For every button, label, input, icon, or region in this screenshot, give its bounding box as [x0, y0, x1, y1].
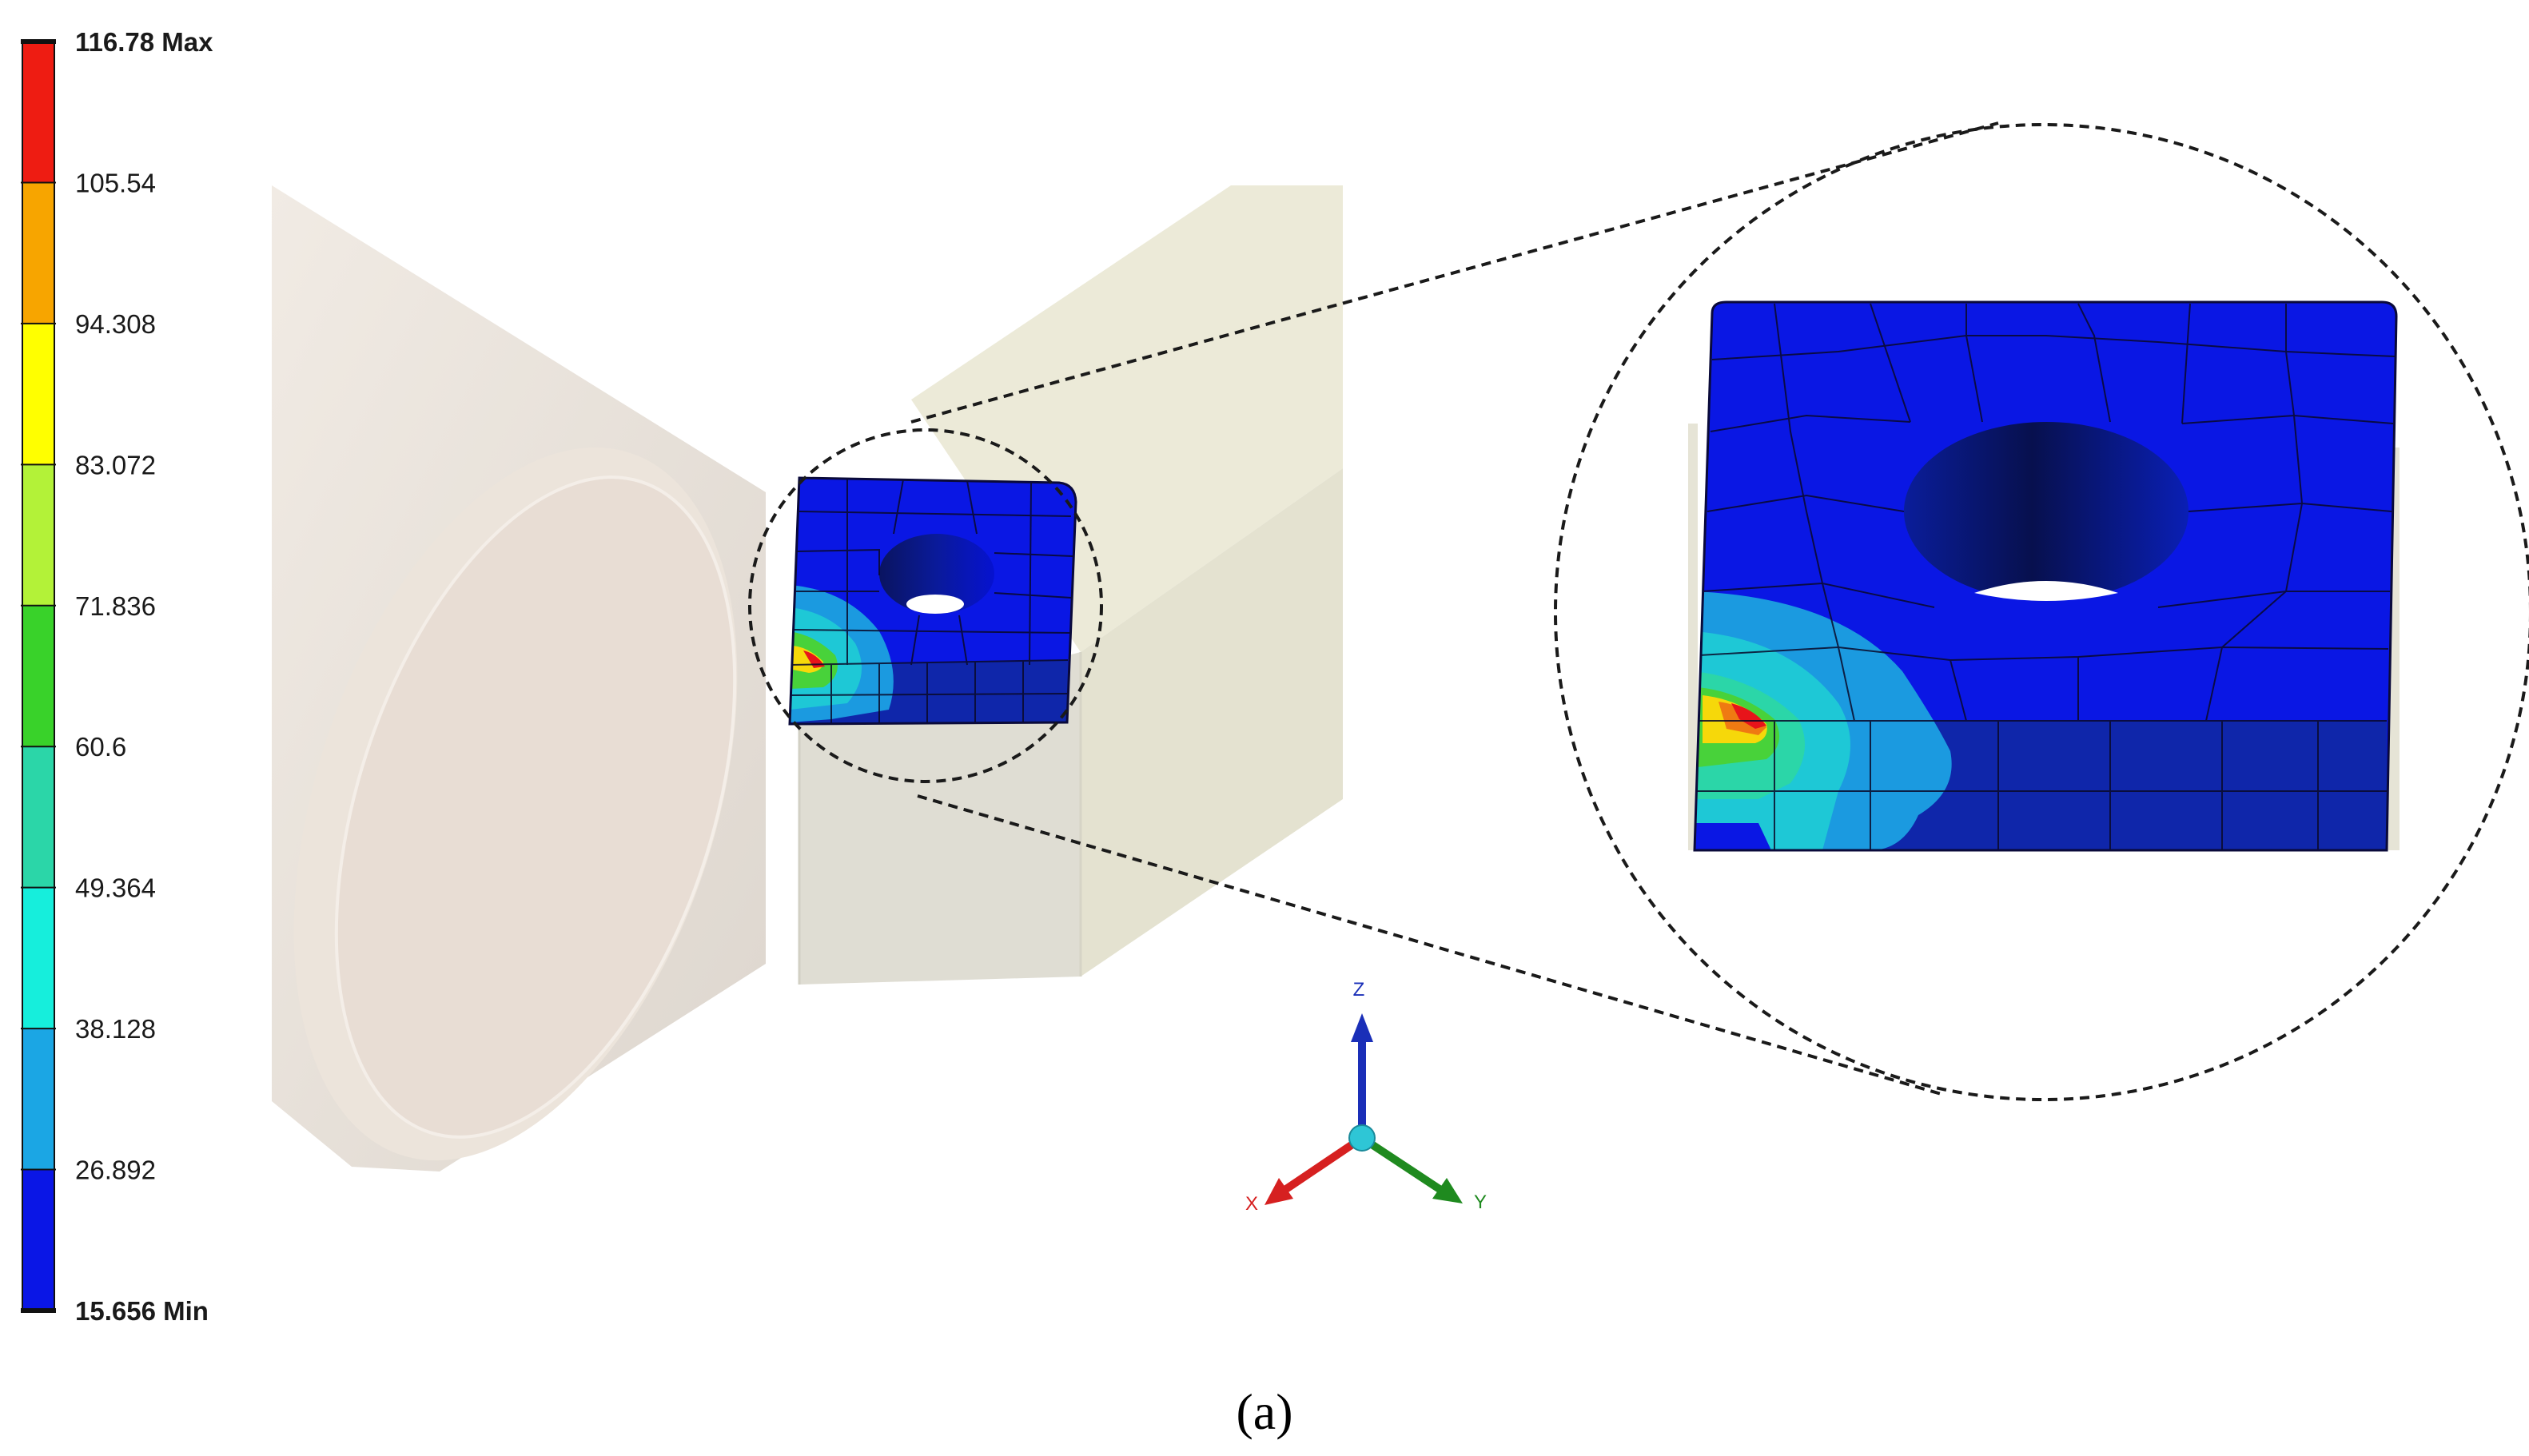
legend-label: 60.6 — [75, 732, 126, 762]
cutting-insert-small — [788, 476, 1077, 726]
z-axis-arrowhead — [1351, 1013, 1373, 1042]
legend-swatch — [22, 887, 54, 1029]
zoom-circle-small — [748, 428, 1103, 783]
zoom-line-bottom — [917, 794, 1945, 1096]
legend-label: 71.836 — [75, 591, 156, 621]
y-axis-label: Y — [1474, 1191, 1487, 1213]
figure-caption: (a) — [1236, 1383, 1292, 1440]
workpiece-cylinder — [272, 185, 766, 1172]
triad-origin — [1348, 1124, 1376, 1152]
zoom-line-top — [910, 121, 1999, 424]
legend-label: 94.308 — [75, 309, 156, 339]
legend-swatch — [22, 1028, 54, 1170]
legend-swatch — [22, 182, 54, 324]
y-axis-arrow — [1360, 1134, 1444, 1195]
legend-swatch — [22, 746, 54, 888]
legend-swatch — [22, 464, 54, 606]
x-axis-label: X — [1245, 1193, 1258, 1215]
stress-legend: 116.78 Max 105.54 94.308 83.072 71.836 60.6 49… — [21, 27, 213, 1326]
y-axis-arrowhead — [1432, 1178, 1463, 1203]
legend-swatch — [22, 605, 54, 747]
x-axis-arrowhead — [1264, 1178, 1293, 1205]
legend-swatch — [22, 42, 54, 183]
legend-label: 49.364 — [75, 873, 156, 903]
legend-swatch — [22, 323, 54, 465]
z-axis-label: Z — [1353, 979, 1365, 1001]
legend-label: 38.128 — [75, 1014, 156, 1044]
legend-label: 83.072 — [75, 450, 156, 479]
legend-label: 105.54 — [75, 168, 156, 197]
legend-label: 26.892 — [75, 1156, 156, 1185]
legend-label: 116.78 Max — [75, 27, 213, 57]
x-axis-arrow — [1281, 1134, 1364, 1195]
zoom-callout — [748, 121, 2529, 1101]
cutting-insert-zoom — [1688, 300, 2400, 852]
coordinate-triad: Z X Y — [1245, 979, 1487, 1215]
legend-label: 15.656 Min — [75, 1296, 209, 1326]
legend-swatch — [22, 1169, 54, 1311]
